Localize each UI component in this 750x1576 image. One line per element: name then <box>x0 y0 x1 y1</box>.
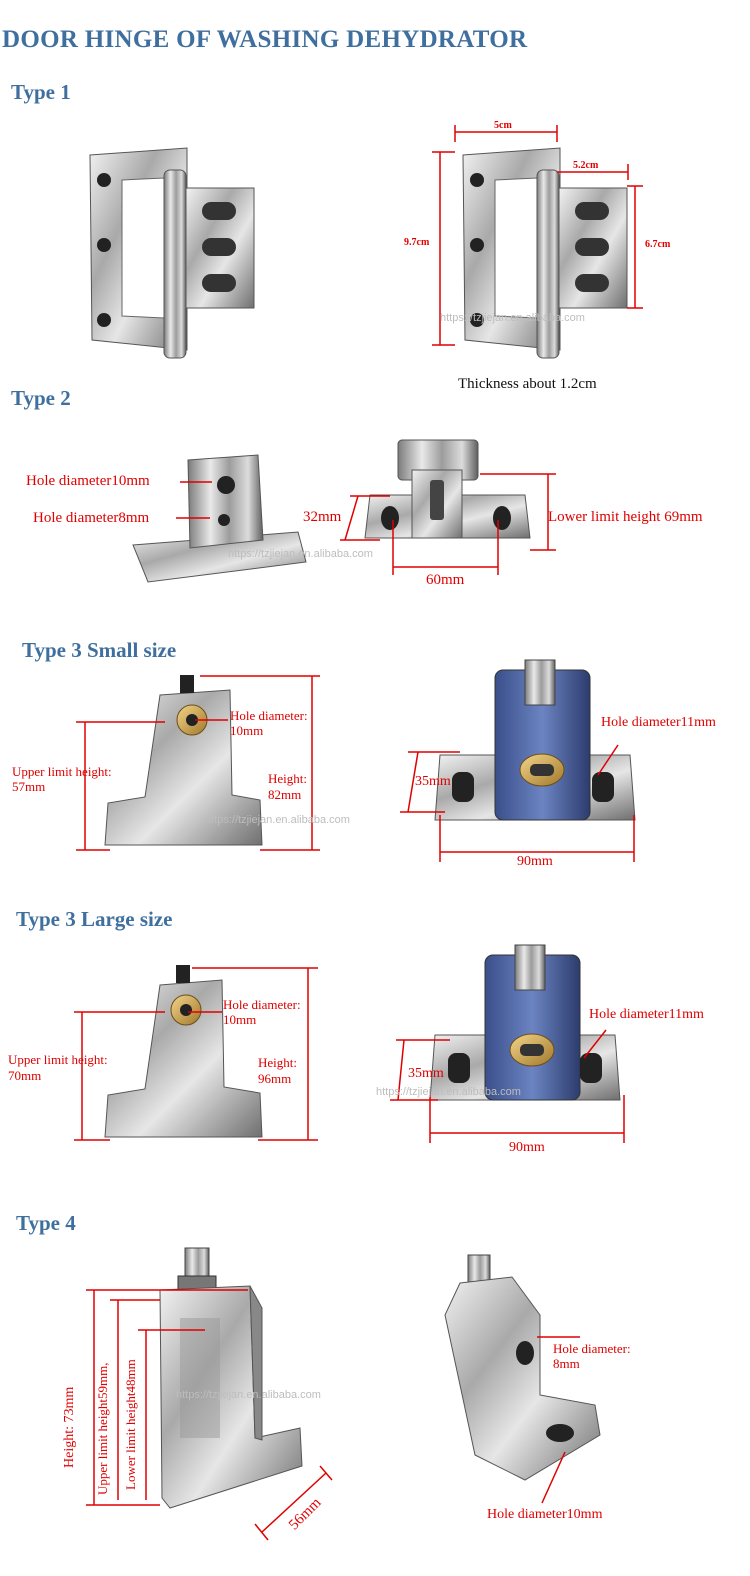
type3-small-height-value: 82mm <box>268 787 302 802</box>
type4-hole-top-value: 8mm <box>553 1356 580 1371</box>
type1-leaf-height-label: 6.7cm <box>645 239 671 250</box>
type4-angle-image <box>444 1254 601 1481</box>
type3-large-height-value: 96mm <box>258 1071 292 1086</box>
type2-lower-limit-label: Lower limit height 69mm <box>548 509 703 525</box>
type3-small-upper-limit-label: Upper limit height: <box>12 764 112 779</box>
type3-small-upper-limit-value: 57mm <box>12 779 46 794</box>
type4-height-label: Height: 73mm <box>62 1386 77 1468</box>
type2-hole2-label: Hole diameter8mm <box>33 510 150 526</box>
type3-large-height-label: Height: <box>258 1055 297 1070</box>
type2-hole1-label: Hole diameter10mm <box>26 473 150 489</box>
type4-lower-limit-label: Lower limit height48mm <box>123 1359 138 1490</box>
type2-dimension-lines <box>176 473 556 575</box>
type2-width-label: 60mm <box>426 572 465 588</box>
type3-large-side-image <box>104 965 263 1138</box>
type1-height-label: 9.7cm <box>404 237 430 248</box>
type3-large-width-label: 90mm <box>509 1140 545 1155</box>
type4-side-image <box>159 1247 303 1509</box>
type3-small-hole-a-value: 10mm <box>230 723 264 738</box>
type3-small-width-label: 90mm <box>517 854 553 869</box>
type2-hinge-image <box>132 454 307 583</box>
type3-large-upper-limit-label: Upper limit height: <box>8 1052 108 1067</box>
type3-large-height2-label: 35mm <box>408 1066 444 1081</box>
watermark: https://tzjiejan.en.alibaba.com <box>440 312 585 324</box>
type3-large-hole-b-label: Hole diameter11mm <box>589 1007 704 1022</box>
type3-large-dimension-lines <box>74 967 625 1143</box>
type3-small-height2-label: 35mm <box>415 774 451 789</box>
type3-large-hole-a-label: Hole diameter: <box>223 997 301 1012</box>
type1-width-label: 5cm <box>494 120 512 131</box>
watermark: https://tzjiejan.en.alibaba.com <box>205 814 350 826</box>
type1-heading: Type 1 <box>11 80 71 104</box>
type3-large-heading: Type 3 Large size <box>16 907 173 931</box>
type1-hinge-image <box>89 147 255 359</box>
type1-hinge-dimension-image <box>462 147 628 359</box>
type3-small-heading: Type 3 Small size <box>22 638 177 662</box>
type3-small-front-image <box>434 659 636 821</box>
type3-small-dimension-lines <box>76 675 635 862</box>
type3-small-height-label: Height: <box>268 771 307 786</box>
type4-upper-limit-label: Upper limit height59mm, <box>95 1362 110 1495</box>
type4-heading: Type 4 <box>16 1211 76 1235</box>
type2-height-label: 32mm <box>303 509 342 525</box>
watermark: https://tzjiejan.en.alibaba.com <box>176 1389 321 1401</box>
page-title: DOOR HINGE OF WASHING DEHYDRATOR <box>2 26 528 53</box>
type3-large-upper-limit-value: 70mm <box>8 1068 42 1083</box>
type3-small-hole-b-label: Hole diameter11mm <box>601 715 716 730</box>
type3-small-hole-a-label: Hole diameter: <box>230 708 308 723</box>
watermark: https://tzjiejan.en.alibaba.com <box>376 1086 521 1098</box>
type3-large-front-image <box>429 944 621 1101</box>
type4-hole-bottom-label: Hole diameter10mm <box>487 1507 603 1522</box>
type2-heading: Type 2 <box>11 386 71 410</box>
type1-thickness-note: Thickness about 1.2cm <box>458 376 597 392</box>
watermark: https://tzjiejan.en.alibaba.com <box>228 548 373 560</box>
type1-dimension-lines <box>432 125 643 346</box>
type2-hinge-dimension-image <box>364 439 531 539</box>
type4-hole-top-label: Hole diameter: <box>553 1341 631 1356</box>
type1-leaf-width-label: 5.2cm <box>573 160 599 171</box>
type3-large-hole-a-value: 10mm <box>223 1012 257 1027</box>
